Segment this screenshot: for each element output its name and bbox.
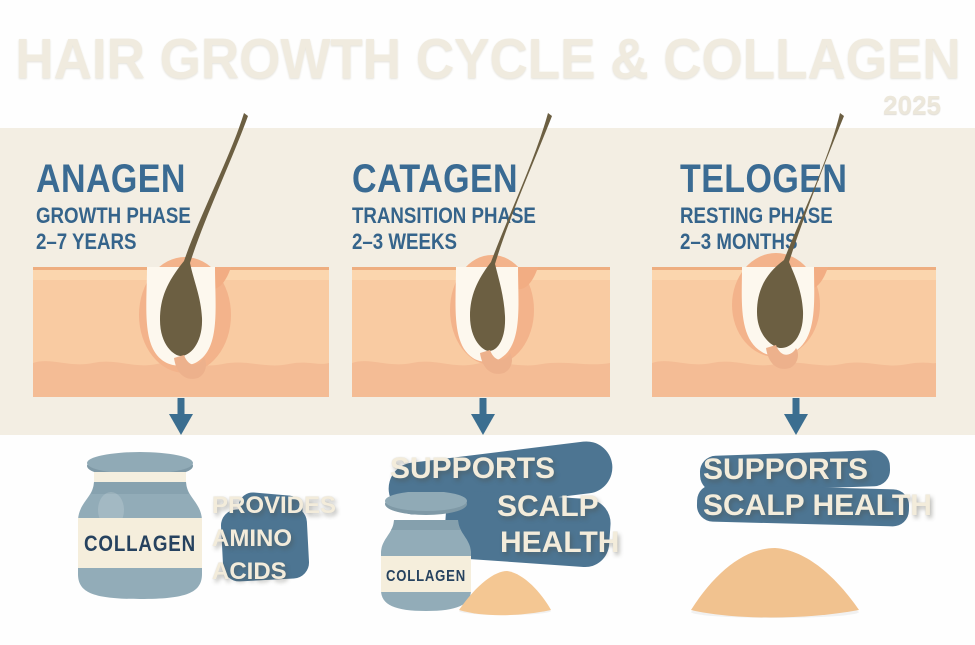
benefit-text-line: ACIDS: [212, 558, 287, 585]
phase-title: CATAGEN: [352, 157, 519, 201]
phase-title: ANAGEN: [36, 157, 186, 201]
collagen-powder-icon: [459, 571, 551, 616]
benefit-text-line: SCALP HEALTH: [703, 489, 932, 522]
benefit-text-line: HEALTH: [500, 526, 620, 559]
down-arrow-icon: [471, 398, 495, 435]
down-arrow-icon: [784, 398, 808, 435]
phase-duration: 2–7 YEARS: [36, 229, 137, 254]
phase-subtitle: RESTING PHASE: [680, 203, 833, 228]
benefit-text-line: SUPPORTS: [703, 453, 869, 486]
down-arrow-icon: [169, 398, 193, 435]
phase-subtitle: TRANSITION PHASE: [352, 203, 536, 228]
collagen-powder-icon: [691, 548, 859, 618]
benefit-text-line: AMINO: [212, 525, 292, 552]
phase-duration: 2–3 MONTHS: [680, 229, 798, 254]
phase-subtitle: GROWTH PHASE: [36, 203, 191, 228]
phase-panel-telogen: TELOGEN RESTING PHASE 2–3 MONTHS: [680, 158, 847, 255]
page-title: HAIR GROWTH CYCLE & COLLAGEN: [14, 27, 961, 91]
benefit-text-line: PROVIDES: [212, 492, 337, 519]
phase-duration: 2–3 WEEKS: [352, 229, 457, 254]
collagen-jar-icon: COLLAGEN: [381, 492, 471, 611]
phase-panel-anagen: ANAGEN GROWTH PHASE 2–7 YEARS: [36, 158, 191, 255]
jar-label: COLLAGEN: [84, 531, 196, 556]
phase-panel-catagen: CATAGEN TRANSITION PHASE 2–3 WEEKS: [352, 158, 536, 255]
jar-label: COLLAGEN: [386, 568, 466, 585]
phase-title: TELOGEN: [680, 157, 848, 201]
benefit-text-line: SCALP: [497, 490, 599, 523]
collagen-jar-icon: COLLAGEN: [78, 452, 202, 599]
benefit-text-line: SUPPORTS: [390, 452, 556, 485]
year-label: 2025: [883, 90, 941, 120]
